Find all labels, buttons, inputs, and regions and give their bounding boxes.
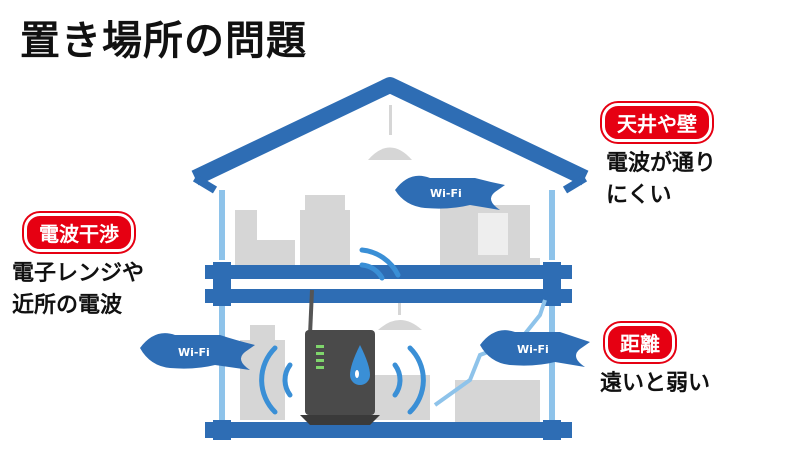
wifi-ghost-left-label: Wi-Fi [178,346,210,359]
house-outline [191,77,589,440]
wifi-ghost-right-label: Wi-Fi [517,343,549,356]
interference-badge: 電波干渉 [24,213,134,252]
interference-line-1: 電子レンジや [12,261,145,286]
ceiling-walls-line-2: にくい [606,182,672,208]
wifi-ghost-top: Wi-Fi [395,175,505,210]
distance-note: 遠いと弱い [600,368,710,400]
interference-note: 電子レンジや 近所の電波 [12,258,144,322]
signal-waves [259,247,426,415]
ceiling-walls-note: 電波が通り にくい [606,148,716,212]
ceiling-walls-badge: 天井や壁 [602,103,712,142]
wifi-ghost-left: Wi-Fi [140,333,255,370]
distance-badge: 距離 [605,323,675,362]
wifi-ghost-right: Wi-Fi [480,330,590,367]
wifi-ghost-top-label: Wi-Fi [430,187,462,200]
router [300,289,380,425]
interference-line-2: 近所の電波 [12,292,123,318]
distance-line-1: 遠いと弱い [600,371,711,396]
page-title: 置き場所の問題 [20,18,307,64]
furniture [235,105,540,422]
ceiling-walls-line-1: 電波が通り [606,151,717,176]
